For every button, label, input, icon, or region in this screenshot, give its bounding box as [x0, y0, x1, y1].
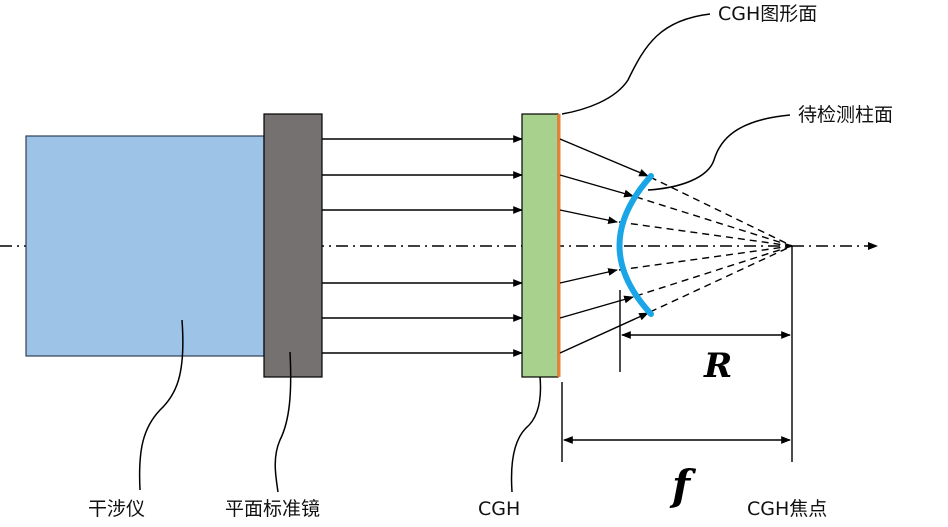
flat-standard-mirror: [263, 113, 323, 378]
cgh-label: CGH: [478, 498, 520, 520]
interferometer-label: 干涉仪: [88, 498, 145, 520]
leader-lines: [138, 13, 791, 493]
cgh-focus-label: CGH焦点: [747, 498, 827, 520]
flat-mirror-label: 平面标准镜: [225, 498, 320, 520]
cgh-pattern-surface-label: CGH图形面: [718, 3, 817, 25]
focal-symbol: f: [669, 461, 697, 510]
cylinder-under-test-label: 待检测柱面: [798, 104, 893, 126]
dashed-rays-to-focus: [618, 176, 793, 313]
radius-symbol: R: [703, 346, 732, 386]
optical-axis-arrowhead: [868, 242, 878, 250]
interferometer-body: [25, 135, 265, 357]
cylinder-under-test: [616, 173, 654, 317]
parallel-beams: [322, 135, 523, 357]
converging-rays: [559, 138, 649, 354]
cgh-plate: [521, 113, 559, 378]
